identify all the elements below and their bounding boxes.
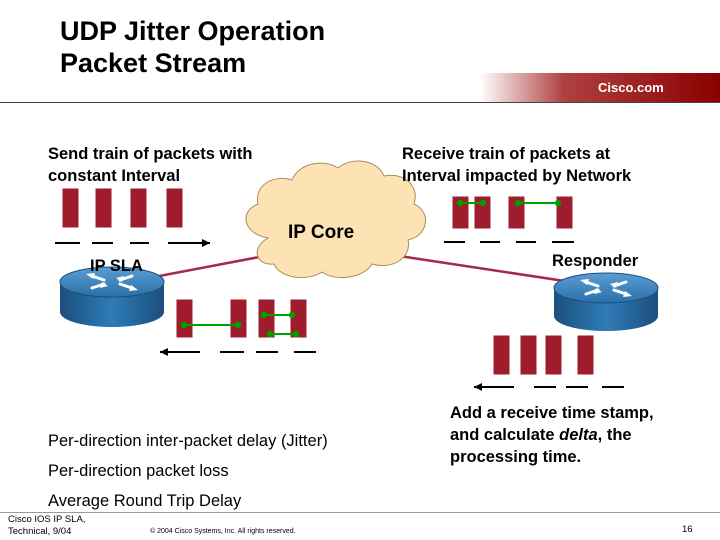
slide-title-line2: Packet Stream: [60, 48, 247, 78]
footer-course-line1: Cisco IOS IP SLA,: [8, 514, 86, 525]
footer-copyright: © 2004 Cisco Systems, Inc. All rights re…: [150, 528, 296, 535]
cloud-icon: [245, 160, 426, 279]
arrow-right-icon: [202, 239, 210, 247]
packet: [576, 334, 595, 376]
delta-term: delta: [559, 426, 598, 444]
jitter-dot: [180, 321, 188, 329]
send-label-line1: Send train of packets with: [48, 145, 253, 163]
packet: [289, 298, 308, 339]
header-rule: [0, 102, 720, 103]
metric-packet-loss: Per-direction packet loss: [48, 462, 229, 480]
jitter-dot: [292, 330, 300, 338]
packet: [94, 187, 113, 229]
source-router-label: IP SLA: [90, 257, 143, 275]
packet: [257, 298, 276, 339]
page-number: 16: [682, 524, 693, 535]
jitter-dot: [514, 199, 522, 207]
send-label-line2: constant Interval: [48, 167, 181, 185]
router-icon: [553, 272, 659, 331]
packet: [473, 195, 492, 230]
footer-rule: [0, 512, 720, 513]
responder-note-line2: and calculate delta, the: [450, 426, 632, 444]
brand-label: Cisco.com: [598, 80, 664, 95]
receive-label-line2: Interval impacted by Network: [402, 167, 632, 185]
jitter-dot: [554, 199, 562, 207]
arrow-left-icon: [160, 348, 168, 356]
footer-course-line2: Technical, 9/04: [8, 526, 72, 537]
packet: [544, 334, 563, 376]
responder-label: Responder: [552, 252, 639, 270]
packet: [492, 334, 511, 376]
packet-trains: [55, 187, 624, 391]
brand-bar: [480, 73, 720, 102]
router-icon: [59, 266, 165, 327]
jitter-dot: [234, 321, 242, 329]
packet: [175, 298, 194, 339]
jitter-dot: [260, 311, 268, 319]
packet: [165, 187, 184, 229]
jitter-dot: [456, 199, 464, 207]
metric-round-trip: Average Round Trip Delay: [48, 492, 242, 510]
responder-note-line3: processing time.: [450, 448, 582, 466]
packet: [61, 187, 80, 229]
packet: [451, 195, 470, 230]
arrow-left-icon: [474, 383, 482, 391]
jitter-dot: [479, 199, 487, 207]
slide-title-line1: UDP Jitter Operation: [60, 16, 326, 46]
packet: [129, 187, 148, 229]
packet: [519, 334, 538, 376]
cloud-label: IP Core: [288, 222, 355, 243]
jitter-dot: [266, 330, 274, 338]
jitter-dot: [288, 311, 296, 319]
packet: [229, 298, 248, 339]
receive-label-line1: Receive train of packets at: [402, 145, 611, 163]
metric-jitter: Per-direction inter-packet delay (Jitter…: [48, 432, 328, 450]
responder-note-line1: Add a receive time stamp,: [450, 404, 654, 422]
